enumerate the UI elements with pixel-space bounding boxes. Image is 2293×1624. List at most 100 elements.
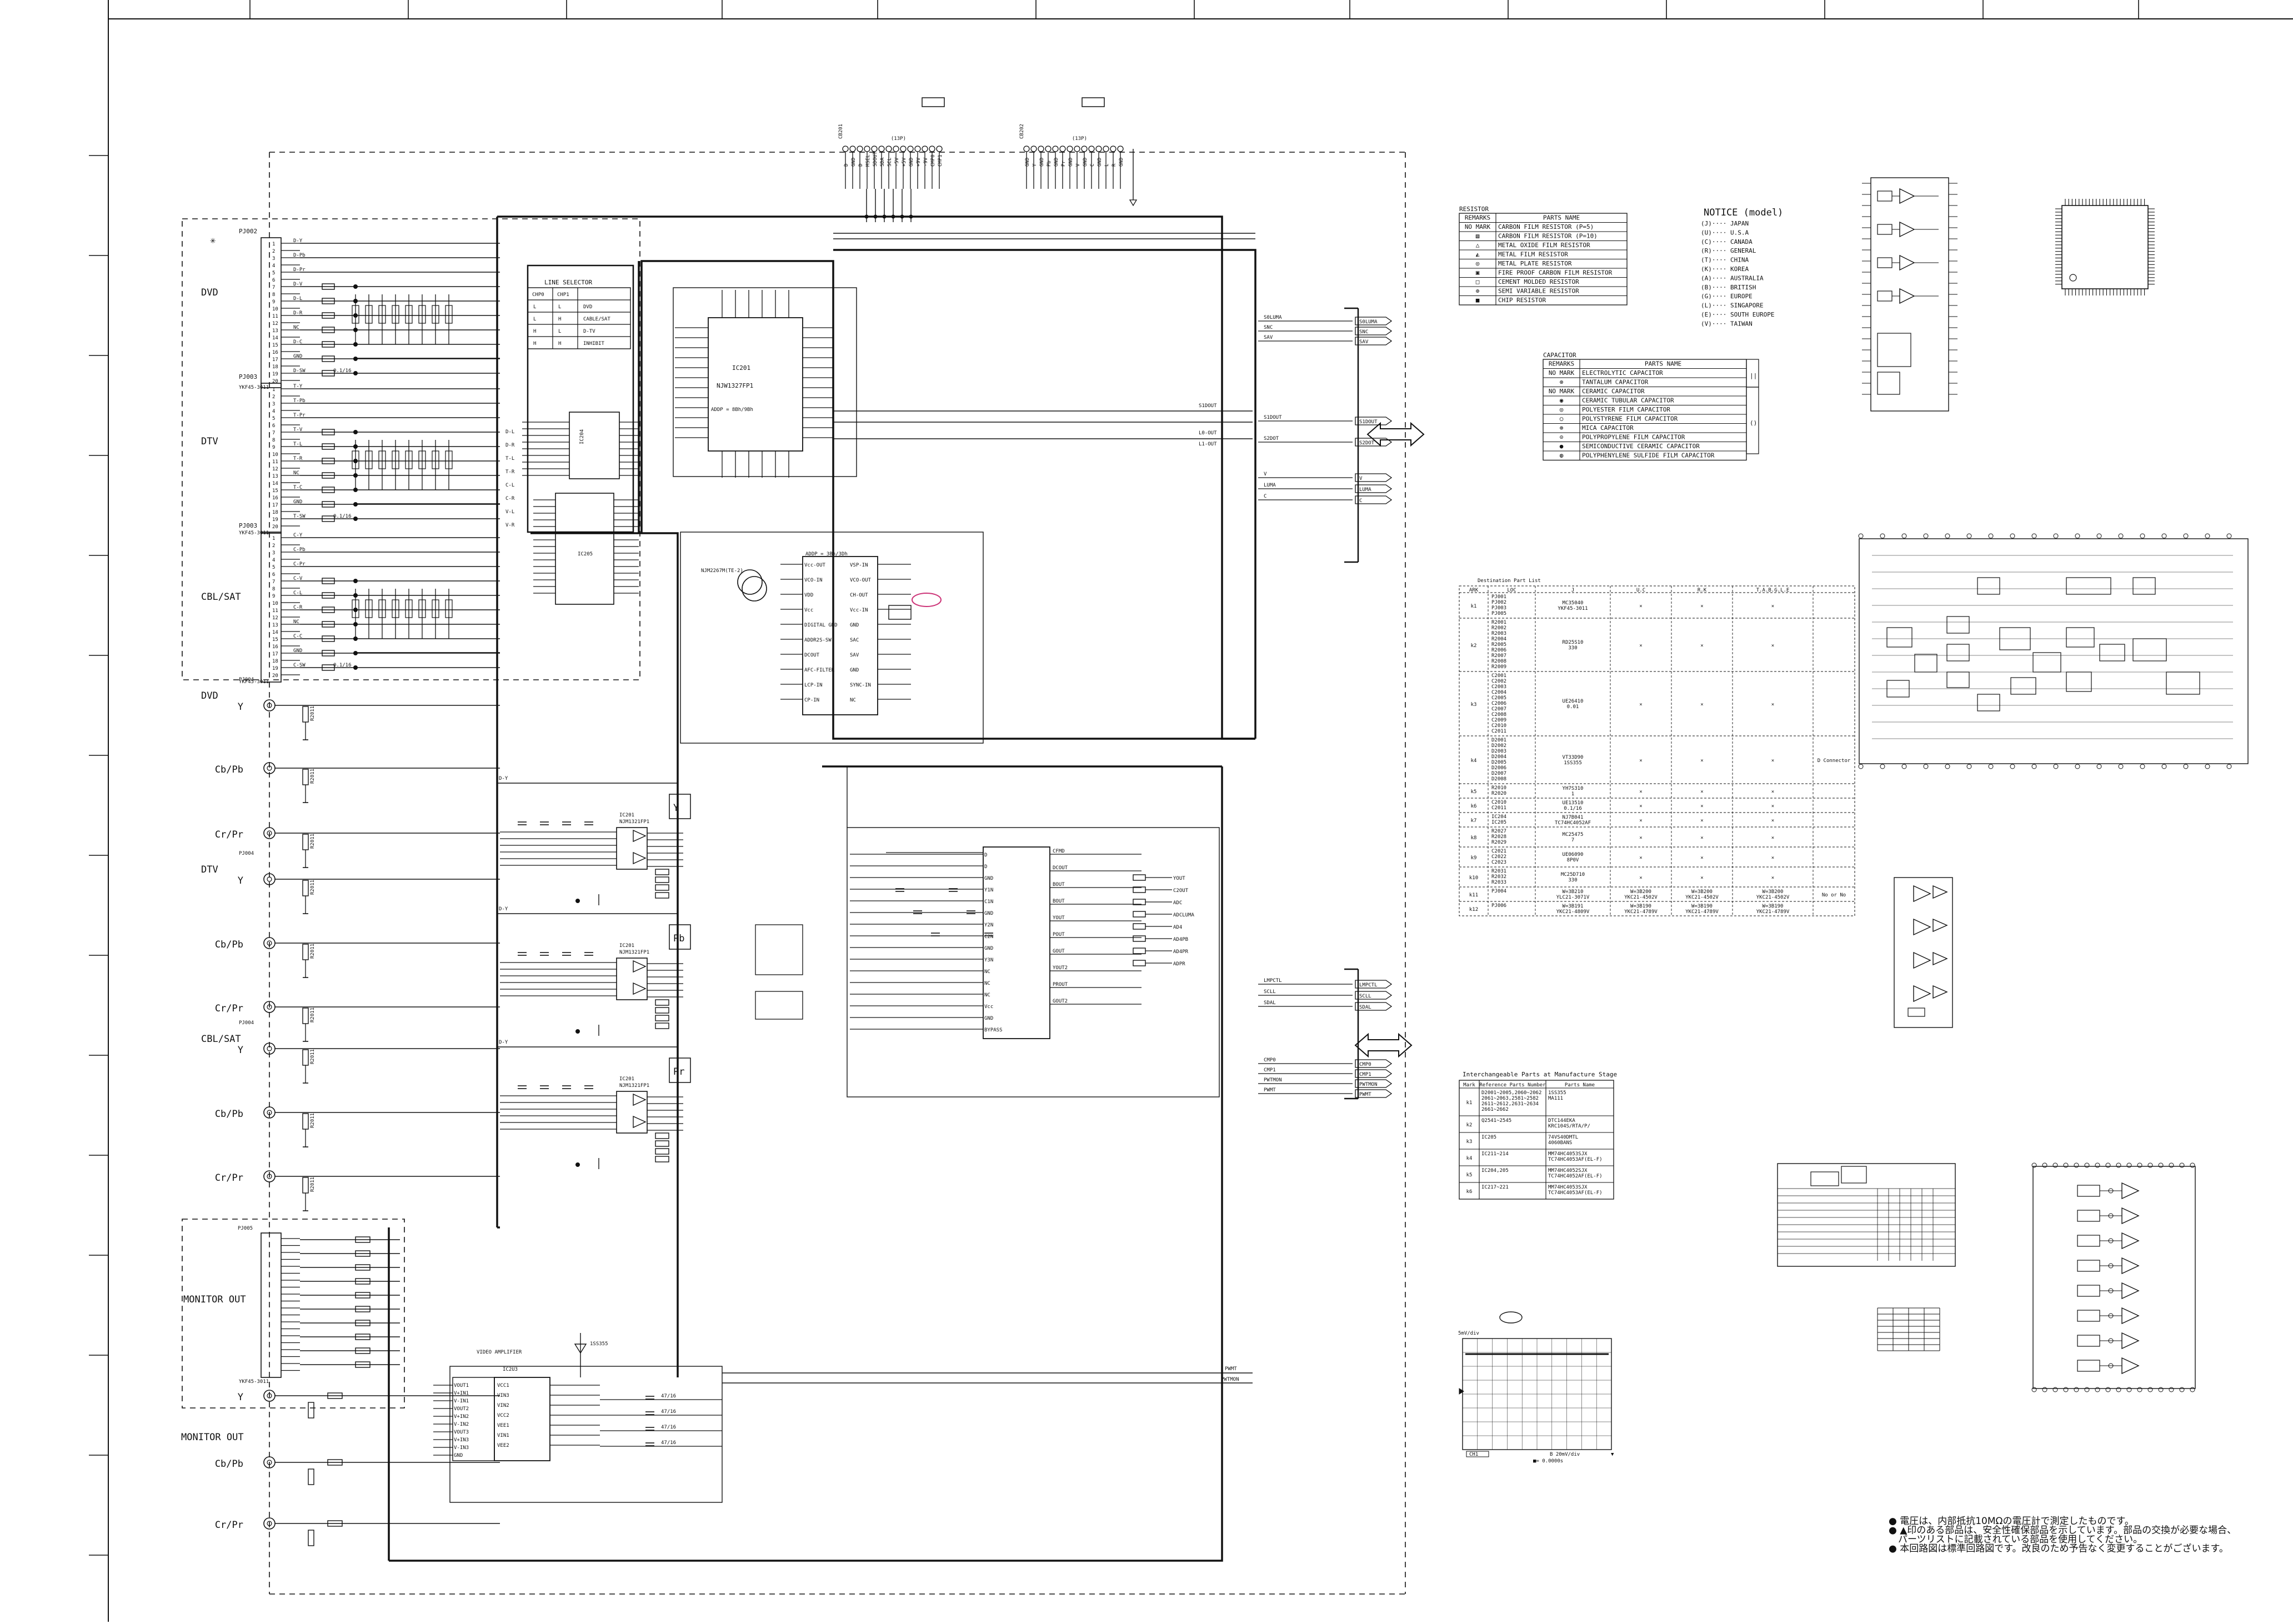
table-header: REMARKS <box>1549 360 1574 368</box>
diode <box>352 305 359 324</box>
jack-signal: T-SW <box>293 514 306 519</box>
ypbpr-tag-label: Pr <box>673 1066 684 1077</box>
outs-label: ADC <box>1173 900 1182 906</box>
dest-cell: × <box>1771 855 1774 861</box>
jack-pin-no: 9 <box>272 594 275 599</box>
junction <box>353 579 358 583</box>
connector-pin <box>1059 146 1066 152</box>
jack-pin-no: 17 <box>272 357 278 363</box>
table-cell: ◭ <box>1476 251 1480 258</box>
dest-loc: C2011 <box>1491 805 1506 811</box>
jack-signal: T-L <box>293 442 302 447</box>
signal-net-label: CMP1 <box>1264 1067 1276 1073</box>
junction <box>575 1029 580 1034</box>
right-ic-pin: BYPASS <box>984 1027 1003 1033</box>
interchange-name: TC74HC4052AF(EL-F) <box>1548 1174 1603 1179</box>
jack-part: YKF45-3011 <box>239 530 269 536</box>
dest-cell: 330 <box>1568 878 1577 883</box>
dest-loc: C2022 <box>1491 854 1506 860</box>
jack-pin-no: 9 <box>272 299 275 305</box>
block <box>2010 677 2036 695</box>
jack-pin-no: 4 <box>272 409 275 414</box>
pin <box>1858 764 1864 769</box>
dest-header: T.A.B.G.L.E <box>1756 588 1790 593</box>
table-cell: ▣ <box>1476 269 1480 277</box>
connector-pin-label: Y <box>1032 163 1038 167</box>
transistor <box>742 576 767 602</box>
dest-cell: × <box>1700 855 1703 861</box>
dest-table-title: Destination Part List <box>1478 578 1541 584</box>
comp-signal: Cr/Pr <box>215 1003 243 1014</box>
jack-pin-no: 1 <box>272 536 275 542</box>
jack-part: YKF45-3011 <box>239 385 269 390</box>
block <box>1946 644 1970 661</box>
resistor <box>302 1177 309 1194</box>
interchange-title: Interchangeable Parts at Manufacture Sta… <box>1463 1071 1617 1078</box>
dest-cell: YKC21-4789V <box>1624 909 1658 915</box>
connector-pin-label: SDA <box>880 157 885 167</box>
highlight-mark <box>912 593 942 607</box>
connector-pin <box>907 146 914 152</box>
right-ic-out: BOUT <box>1053 899 1065 904</box>
table-header: REMARKS <box>1465 214 1490 222</box>
jack-pin-no: 18 <box>272 364 278 370</box>
jack-pin-no: 12 <box>272 321 278 327</box>
dest-loc: C2011 <box>1491 729 1506 734</box>
dest-cell: YH7S310 <box>1563 786 1584 791</box>
dest-cell: UE06090 <box>1563 852 1584 858</box>
resistor <box>1133 948 1146 954</box>
signal-label: D-Y <box>499 776 508 781</box>
interchange-header: Parts Name <box>1565 1082 1595 1088</box>
double-arrow-1 <box>1366 422 1425 447</box>
signal-flag <box>1355 317 1393 325</box>
block <box>1877 257 1893 268</box>
connector-pin-label: GND <box>1039 158 1045 167</box>
jack-pin-no: 14 <box>272 335 278 341</box>
jack-pin-no: 6 <box>272 278 275 283</box>
dest-loc: PJ003 <box>1491 605 1506 611</box>
connector-pin-label: GND <box>1097 158 1103 167</box>
block <box>1886 627 1912 648</box>
pin <box>2158 1162 2164 1168</box>
signal-net-label: PWMT <box>1264 1087 1276 1093</box>
ground-marker <box>1459 1388 1464 1395</box>
table-cell: METAL OXIDE FILM RESISTOR <box>1498 242 1590 249</box>
notice-row: (A)···· AUSTRALIA <box>1701 274 1764 282</box>
pin <box>2031 764 2037 769</box>
diode <box>445 599 453 618</box>
block <box>1977 694 2000 711</box>
pin <box>2063 1162 2069 1168</box>
main-ic-frame <box>673 287 857 477</box>
signal-label: S1DOUT <box>1199 403 1217 409</box>
resistor <box>322 650 335 656</box>
dest-loc: D2005 <box>1491 760 1506 765</box>
resistor <box>355 1347 371 1354</box>
jack-ref: PJ002 <box>239 228 257 235</box>
signal-flag <box>1355 1059 1393 1068</box>
pin <box>2169 1162 2174 1168</box>
block <box>2077 1185 2100 1197</box>
jack-signal: D-V <box>293 282 303 287</box>
ypbpr-ic-ref: IC201 <box>619 943 634 949</box>
dest-cell: YKC21-4789V <box>1685 909 1719 915</box>
asterisk-mark: ✳ <box>210 235 216 246</box>
connector-ref: CB201 <box>838 124 844 139</box>
resistor <box>308 1402 314 1419</box>
line-selector-cell: DVD <box>583 304 592 310</box>
pin <box>2137 1387 2142 1392</box>
jack-pin-no: 2 <box>272 394 275 400</box>
pin <box>2169 1387 2174 1392</box>
interchangeable-parts-table: Interchangeable Parts at Manufacture Sta… <box>1459 1071 1617 1200</box>
right-ic-pin: D <box>984 864 987 870</box>
right-ic-out: DCOUT <box>1053 865 1068 871</box>
scope-time: ■= 0.0000s <box>1533 1458 1563 1464</box>
dest-loc: C2007 <box>1491 706 1506 712</box>
dest-cell: W=3B190 <box>1630 904 1651 909</box>
connector-pin-label: D <box>858 164 864 167</box>
jack-signal: C-R <box>293 605 303 610</box>
dest-cell: × <box>1771 875 1774 881</box>
opamp <box>2121 1357 2140 1375</box>
resistor <box>322 370 335 377</box>
dest-cell: × <box>1771 604 1774 609</box>
